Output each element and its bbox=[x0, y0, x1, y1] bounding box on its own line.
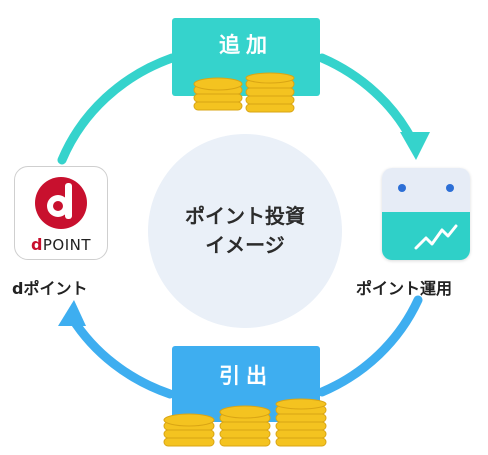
center-title-line2: イメージ bbox=[205, 233, 285, 257]
arrowhead-right-icon bbox=[400, 132, 430, 160]
arrow-arc-bottom-right bbox=[317, 295, 423, 397]
dpoint-logo-icon bbox=[35, 177, 87, 229]
arrow-arc-top-left bbox=[57, 53, 177, 165]
dpoint-logo-word: POINT bbox=[42, 236, 92, 254]
arrowhead-left-icon bbox=[58, 300, 86, 326]
withdraw-label: 引出 bbox=[219, 364, 273, 388]
coin-stack-icon bbox=[193, 72, 295, 113]
coin-stack-icon bbox=[163, 398, 327, 447]
arrow-arc-top-right bbox=[317, 53, 417, 145]
add-label: 追加 bbox=[219, 33, 273, 57]
investment-label: ポイント運用 bbox=[356, 279, 453, 298]
dpoint-logo-text: dPOINT bbox=[15, 235, 107, 254]
investment-chart-icon bbox=[382, 168, 470, 260]
dpoint-logo-prefix: d bbox=[30, 235, 43, 254]
dpoint-label: dポイント bbox=[12, 279, 88, 298]
dpoint-app-icon: dPOINT bbox=[14, 166, 108, 260]
center-circle: ポイント投資 イメージ bbox=[148, 134, 342, 328]
center-title-line1: ポイント投資 bbox=[185, 204, 305, 228]
arrow-arc-bottom-left bbox=[67, 313, 175, 399]
